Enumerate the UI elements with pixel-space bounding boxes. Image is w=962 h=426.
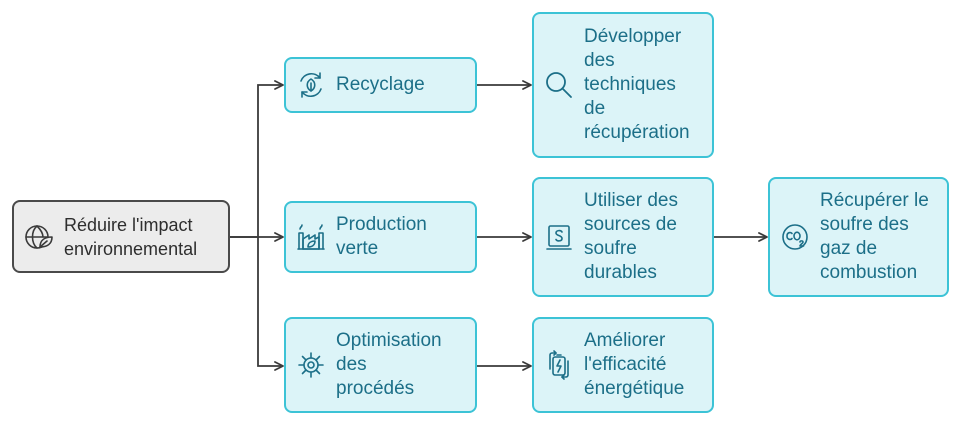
- battery-cycle-icon: [534, 349, 584, 381]
- node-recuperer-soufre: Récupérer le soufre des gaz de combustio…: [768, 177, 949, 297]
- node-optimisation-procedes: Optimisation des procédés: [284, 317, 477, 413]
- node-developper-techniques: Développer des techniques de récupératio…: [532, 12, 714, 158]
- node-label: Améliorer l'efficacité énergétique: [584, 330, 685, 399]
- node-label: Recyclage: [336, 74, 425, 95]
- node-recyclage: Recyclage: [284, 57, 477, 113]
- node-label: Optimisation des procédés: [336, 330, 442, 399]
- node-production-verte: Production verte: [284, 201, 477, 273]
- gear-icon: [286, 350, 336, 380]
- connector-root-optimisation: [257, 237, 284, 371]
- node-label: Réduire l'impact environnemental: [64, 214, 198, 259]
- node-ameliorer-efficacite: Améliorer l'efficacité énergétique: [532, 317, 714, 413]
- node-label: Production verte: [336, 214, 427, 259]
- recycle-icon: [286, 70, 336, 100]
- node-label: Développer des techniques de récupératio…: [584, 26, 690, 143]
- co2-icon: [770, 221, 820, 253]
- node-label: Utiliser des sources de soufre durables: [584, 190, 678, 283]
- node-reduire-impact: Réduire l'impact environnemental: [12, 200, 230, 273]
- magnifier-icon: [534, 69, 584, 101]
- globe-leaf-icon: [14, 221, 64, 253]
- node-utiliser-sources: Utiliser des sources de soufre durables: [532, 177, 714, 297]
- green-factory-icon: [286, 221, 336, 253]
- node-label: Récupérer le soufre des gaz de combustio…: [820, 190, 929, 283]
- connector-root-recyclage: [229, 80, 284, 238]
- sulfur-sign-icon: [534, 222, 584, 252]
